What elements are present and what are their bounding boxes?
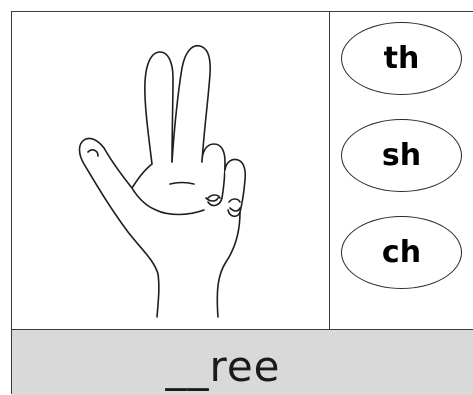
phonics-card: th sh ch __ree (11, 11, 473, 395)
hand-sign-icon (78, 44, 247, 318)
picture-panel (12, 12, 330, 330)
choice-sh-button[interactable]: sh (341, 119, 462, 192)
choice-th-button[interactable]: th (341, 22, 462, 95)
choices-panel: th sh ch (330, 12, 473, 330)
answer-word: __ree (165, 342, 281, 391)
answer-strip: __ree (12, 330, 473, 395)
choice-ch-button[interactable]: ch (341, 216, 462, 289)
